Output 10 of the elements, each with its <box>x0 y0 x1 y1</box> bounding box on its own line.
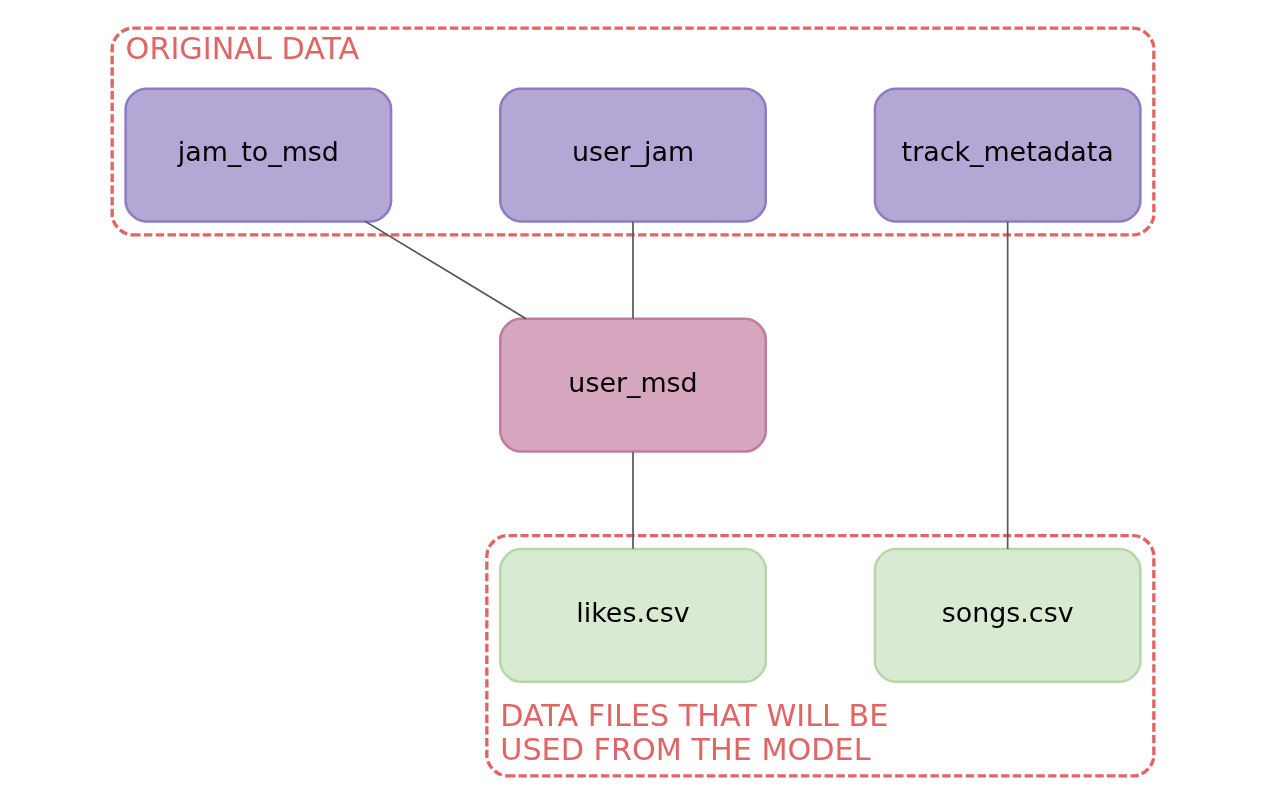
connector <box>1006 220 1008 550</box>
node-box: user_jam <box>498 87 767 223</box>
node-box: user_msd <box>498 317 767 453</box>
connector <box>631 220 634 320</box>
node-box: likes.csv <box>498 547 767 683</box>
node-box: songs.csv <box>873 547 1142 683</box>
node-box: track_metadata <box>873 87 1142 223</box>
connector <box>631 451 634 550</box>
connector <box>363 220 527 320</box>
node-box: jam_to_msd <box>123 87 392 223</box>
